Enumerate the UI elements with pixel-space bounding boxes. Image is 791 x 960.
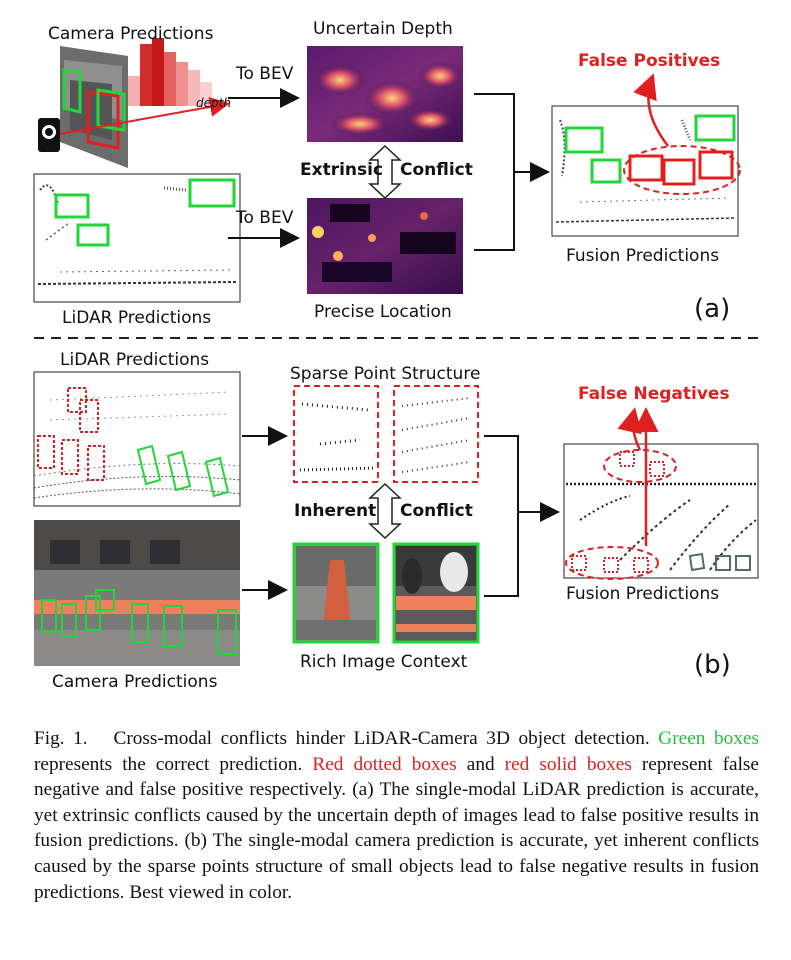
- caption-text-1: represents the correct prediction.: [34, 753, 303, 775]
- panel-tag-b: (b): [694, 650, 731, 680]
- caption-green-boxes: Green boxes: [658, 728, 759, 749]
- fusion-image-b: [563, 407, 759, 580]
- false-negatives-label: False Negatives: [578, 384, 730, 404]
- lidar-predictions-label-b: LiDAR Predictions: [60, 350, 210, 370]
- sparse-point-structure-label: Sparse Point Structure: [290, 364, 481, 384]
- panel-tag-a: (a): [694, 294, 731, 324]
- fusion-image-a: [551, 73, 741, 237]
- extrinsic-label: Extrinsic: [300, 160, 384, 180]
- caption-lead: Cross-modal conflicts hinder LiDAR-Camer…: [113, 728, 650, 749]
- lidar-image-b: [33, 371, 241, 507]
- caption-fig-number: Fig. 1.: [34, 728, 88, 749]
- conflict-label-a: Conflict: [400, 160, 473, 180]
- sparse-point-crop-1: [293, 385, 379, 483]
- camera-predictions-label-a: Camera Predictions: [48, 24, 214, 44]
- depth-label: depth: [196, 96, 231, 110]
- rich-context-crop-2: [392, 542, 480, 644]
- precise-location-heatmap: [307, 198, 463, 294]
- fusion-predictions-label-a: Fusion Predictions: [566, 246, 720, 266]
- rich-image-context-label: Rich Image Context: [300, 652, 468, 672]
- camera-image-a: [60, 46, 128, 168]
- caption-red-solid: red solid boxes: [504, 753, 632, 775]
- double-arrow-b: [368, 482, 402, 540]
- caption-red-dotted: Red dotted boxes: [312, 753, 457, 775]
- uncertain-depth-label: Uncertain Depth: [313, 19, 453, 39]
- lidar-predictions-label-a: LiDAR Predictions: [62, 308, 212, 328]
- sparse-point-crop-2: [393, 385, 479, 483]
- figure-graphics: [33, 38, 760, 666]
- caption-text-2: and: [466, 753, 495, 775]
- to-bev-label-bottom: To BEV: [236, 208, 294, 228]
- rich-context-crop-1: [292, 542, 380, 644]
- depth-distribution: [59, 38, 230, 135]
- false-positives-label: False Positives: [578, 51, 721, 71]
- camera-image-b: [34, 520, 240, 666]
- fusion-predictions-label-b: Fusion Predictions: [566, 584, 720, 604]
- uncertain-depth-heatmap: [307, 46, 463, 142]
- figure-caption: Fig. 1. Cross-modal conflicts hinder LiD…: [34, 726, 759, 905]
- double-arrow-a: [368, 144, 402, 200]
- inherent-label: Inherent: [294, 501, 377, 521]
- conflict-label-b: Conflict: [400, 501, 473, 521]
- to-bev-label-top: To BEV: [236, 64, 294, 84]
- caption-text-3: represent false negative and false posit…: [34, 753, 759, 903]
- camera-predictions-label-b: Camera Predictions: [52, 672, 218, 692]
- precise-location-label: Precise Location: [314, 302, 452, 322]
- lidar-image-a: [33, 173, 241, 303]
- camera-icon: [38, 118, 60, 152]
